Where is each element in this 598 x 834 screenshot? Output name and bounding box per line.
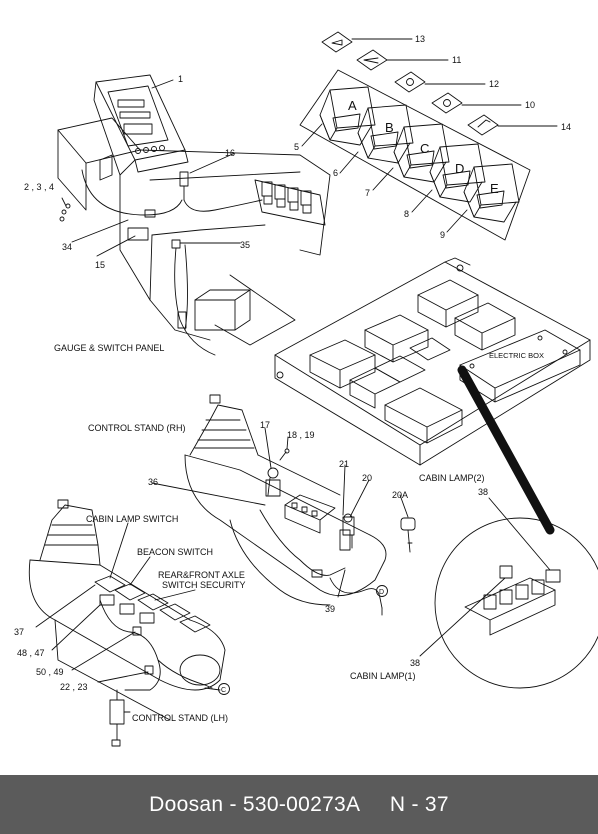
callout-9: 9 xyxy=(440,230,445,240)
label-gauge-switch-panel: GAUGE & SWITCH PANEL xyxy=(54,343,164,353)
wiring-parts-diagram: GAUGE & SWITCH PANEL CONTROL STAND (RH) … xyxy=(14,31,598,747)
label-beacon-switch: BEACON SWITCH xyxy=(137,547,213,557)
label-switch-security: SWITCH SECURITY xyxy=(162,580,246,590)
callout-34: 34 xyxy=(62,242,72,252)
electric-box-drawing xyxy=(274,257,591,466)
callout-35: 35 xyxy=(240,240,250,250)
callout-5: 5 xyxy=(294,142,299,152)
callout-50-49: 50 , 49 xyxy=(36,667,64,677)
label-cabin-lamp-1: CABIN LAMP(1) xyxy=(350,671,416,681)
callout-13: 13 xyxy=(415,34,425,44)
connector-d-marker xyxy=(376,585,388,597)
callout-37: 37 xyxy=(14,627,24,637)
page-footer: Doosan - 530-00273A N - 37 xyxy=(0,775,598,834)
callout-22-23: 22 , 23 xyxy=(60,682,88,692)
callout-leaders xyxy=(35,79,551,691)
callout-12: 12 xyxy=(489,79,499,89)
connector-d-label: D xyxy=(379,589,384,596)
label-electric-box: ELECTRIC BOX xyxy=(489,351,544,360)
callout-18-19: 18 , 19 xyxy=(287,430,315,440)
callout-20: 20 xyxy=(362,473,372,483)
callout-38-lower: 38 xyxy=(410,658,420,668)
callout-7: 7 xyxy=(365,188,370,198)
label-cabin-lamp-2: CABIN LAMP(2) xyxy=(419,473,485,483)
callout-20a: 20A xyxy=(392,490,408,500)
cabin-lamp-detail-drawing xyxy=(434,365,598,689)
control-stand-lh-drawing xyxy=(28,499,226,747)
label-control-stand-rh: CONTROL STAND (RH) xyxy=(88,423,186,433)
switch-letter-e: E xyxy=(490,181,499,196)
callout-17: 17 xyxy=(260,420,270,430)
switch-letter-b: B xyxy=(385,120,394,135)
footer-title: Doosan - 530-00273A N - 37 xyxy=(149,792,449,816)
label-cabin-lamp-switch: CABIN LAMP SWITCH xyxy=(86,514,178,524)
callout-48-47: 48 , 47 xyxy=(17,648,45,658)
label-rear-front-axle: REAR&FRONT AXLE xyxy=(158,570,245,580)
callout-14: 14 xyxy=(561,122,571,132)
callout-15: 15 xyxy=(95,260,105,270)
callout-8: 8 xyxy=(404,209,409,219)
label-control-stand-lh: CONTROL STAND (LH) xyxy=(132,713,228,723)
switch-letter-a: A xyxy=(348,98,357,113)
gauge-switch-panel-drawing xyxy=(57,74,331,356)
rocker-switches-drawing xyxy=(299,31,558,241)
callout-11: 11 xyxy=(452,55,461,65)
connector-c-marker xyxy=(218,683,230,695)
connector-c-label: C xyxy=(221,687,226,694)
callout-10: 10 xyxy=(525,100,535,110)
switch-letter-c: C xyxy=(420,141,429,156)
callout-21: 21 xyxy=(339,459,349,469)
callout-1: 1 xyxy=(178,74,183,84)
callout-6: 6 xyxy=(333,168,338,178)
switch-letter-d: D xyxy=(455,161,464,176)
callout-16: 16 xyxy=(225,148,235,158)
control-stand-rh-drawing xyxy=(184,394,416,609)
callout-36: 36 xyxy=(148,477,158,487)
callout-38-upper: 38 xyxy=(478,487,488,497)
callout-39: 39 xyxy=(325,604,335,614)
callout-2-3-4: 2 , 3 , 4 xyxy=(24,182,54,192)
